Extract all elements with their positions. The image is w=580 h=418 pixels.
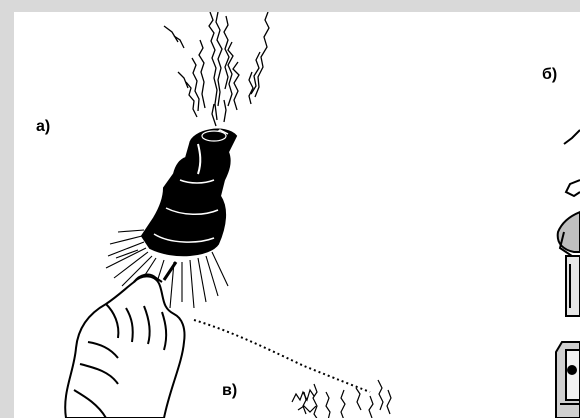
illustration-svg: [14, 12, 580, 418]
hand-holding-bell-icon: [65, 262, 184, 418]
label-v: в): [222, 382, 237, 400]
top-spark-discharge-icon: [164, 12, 269, 126]
bell-insulator-icon: [142, 130, 236, 256]
label-b: б): [542, 66, 557, 84]
label-a: а): [36, 118, 50, 136]
dotted-trace-line: [194, 320, 370, 392]
illustration-canvas: а) б) в): [14, 12, 580, 418]
metal-fixture-icon: [556, 130, 580, 418]
bottom-spark-discharge-icon: [292, 380, 391, 418]
